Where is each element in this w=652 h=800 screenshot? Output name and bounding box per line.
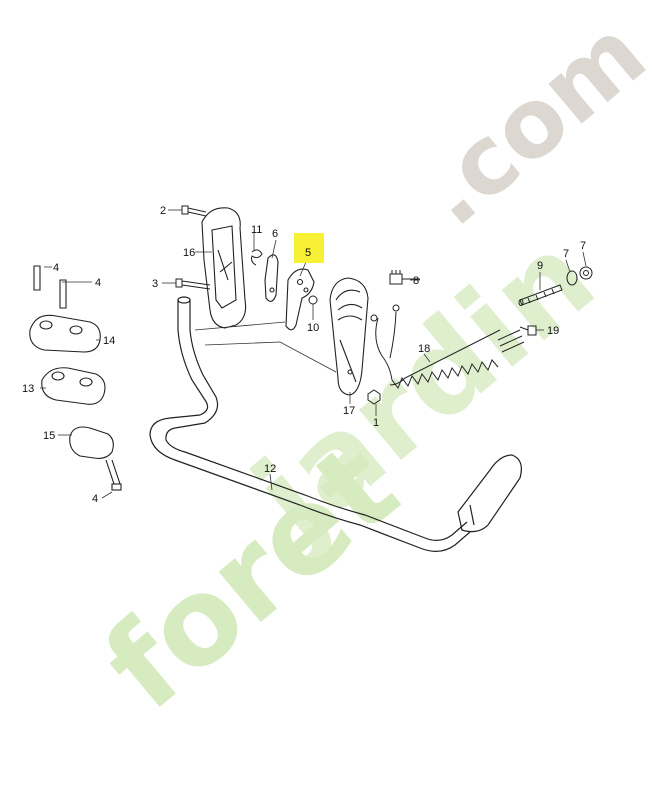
callout-5[interactable]: 5 [305,247,311,259]
callout-18[interactable]: 18 [418,343,430,355]
lock-lever [285,268,315,331]
callout-11[interactable]: 11 [251,224,262,236]
switch-connector [389,270,420,285]
callout-7b[interactable]: 7 [580,240,586,252]
washer [308,295,318,305]
callout-14[interactable]: 14 [103,335,115,347]
watermark-text-middle: jardin [226,208,620,570]
callout-1[interactable]: 1 [373,417,379,429]
highlight-box-part-5 [294,233,324,263]
callout-15[interactable]: 15 [43,430,55,442]
callout-7a[interactable]: 7 [563,248,569,260]
callout-6[interactable]: 6 [272,228,278,240]
watermark-text-right: .com [399,0,652,248]
handlebar-loop [149,296,522,552]
bolt-2 [181,205,207,217]
trigger-lever [264,254,279,302]
callout-8[interactable]: 8 [413,275,419,287]
leader-lines [40,209,587,499]
callout-12[interactable]: 12 [264,463,276,475]
washer-7b-hole [583,270,589,276]
callout-4a[interactable]: 4 [53,262,59,274]
callout-labels: 2 16 11 6 5 3 10 17 1 8 9 7 7 19 18 4 4 … [22,205,586,505]
handle-bracket [201,207,247,329]
callout-10[interactable]: 10 [307,322,319,334]
callout-9[interactable]: 9 [537,260,543,272]
throttle-cable [370,304,525,390]
callout-13[interactable]: 13 [22,383,34,395]
watermark: foret jardin .com [79,0,652,737]
callout-4b[interactable]: 4 [95,277,101,289]
nut [367,389,381,405]
spring [251,249,263,266]
callout-16[interactable]: 16 [183,247,195,259]
callout-3[interactable]: 3 [152,278,158,290]
shaft [518,284,563,306]
callout-19[interactable]: 19 [547,325,559,337]
screw-19 [519,325,537,336]
bolt-3 [175,278,211,290]
throttle-housing [329,277,369,396]
callout-17[interactable]: 17 [343,405,355,417]
clamp-assembly [29,265,122,491]
callout-4c[interactable]: 4 [92,493,98,505]
callout-2[interactable]: 2 [160,205,166,217]
washer-7b [579,266,593,280]
washer-7a [566,270,578,286]
